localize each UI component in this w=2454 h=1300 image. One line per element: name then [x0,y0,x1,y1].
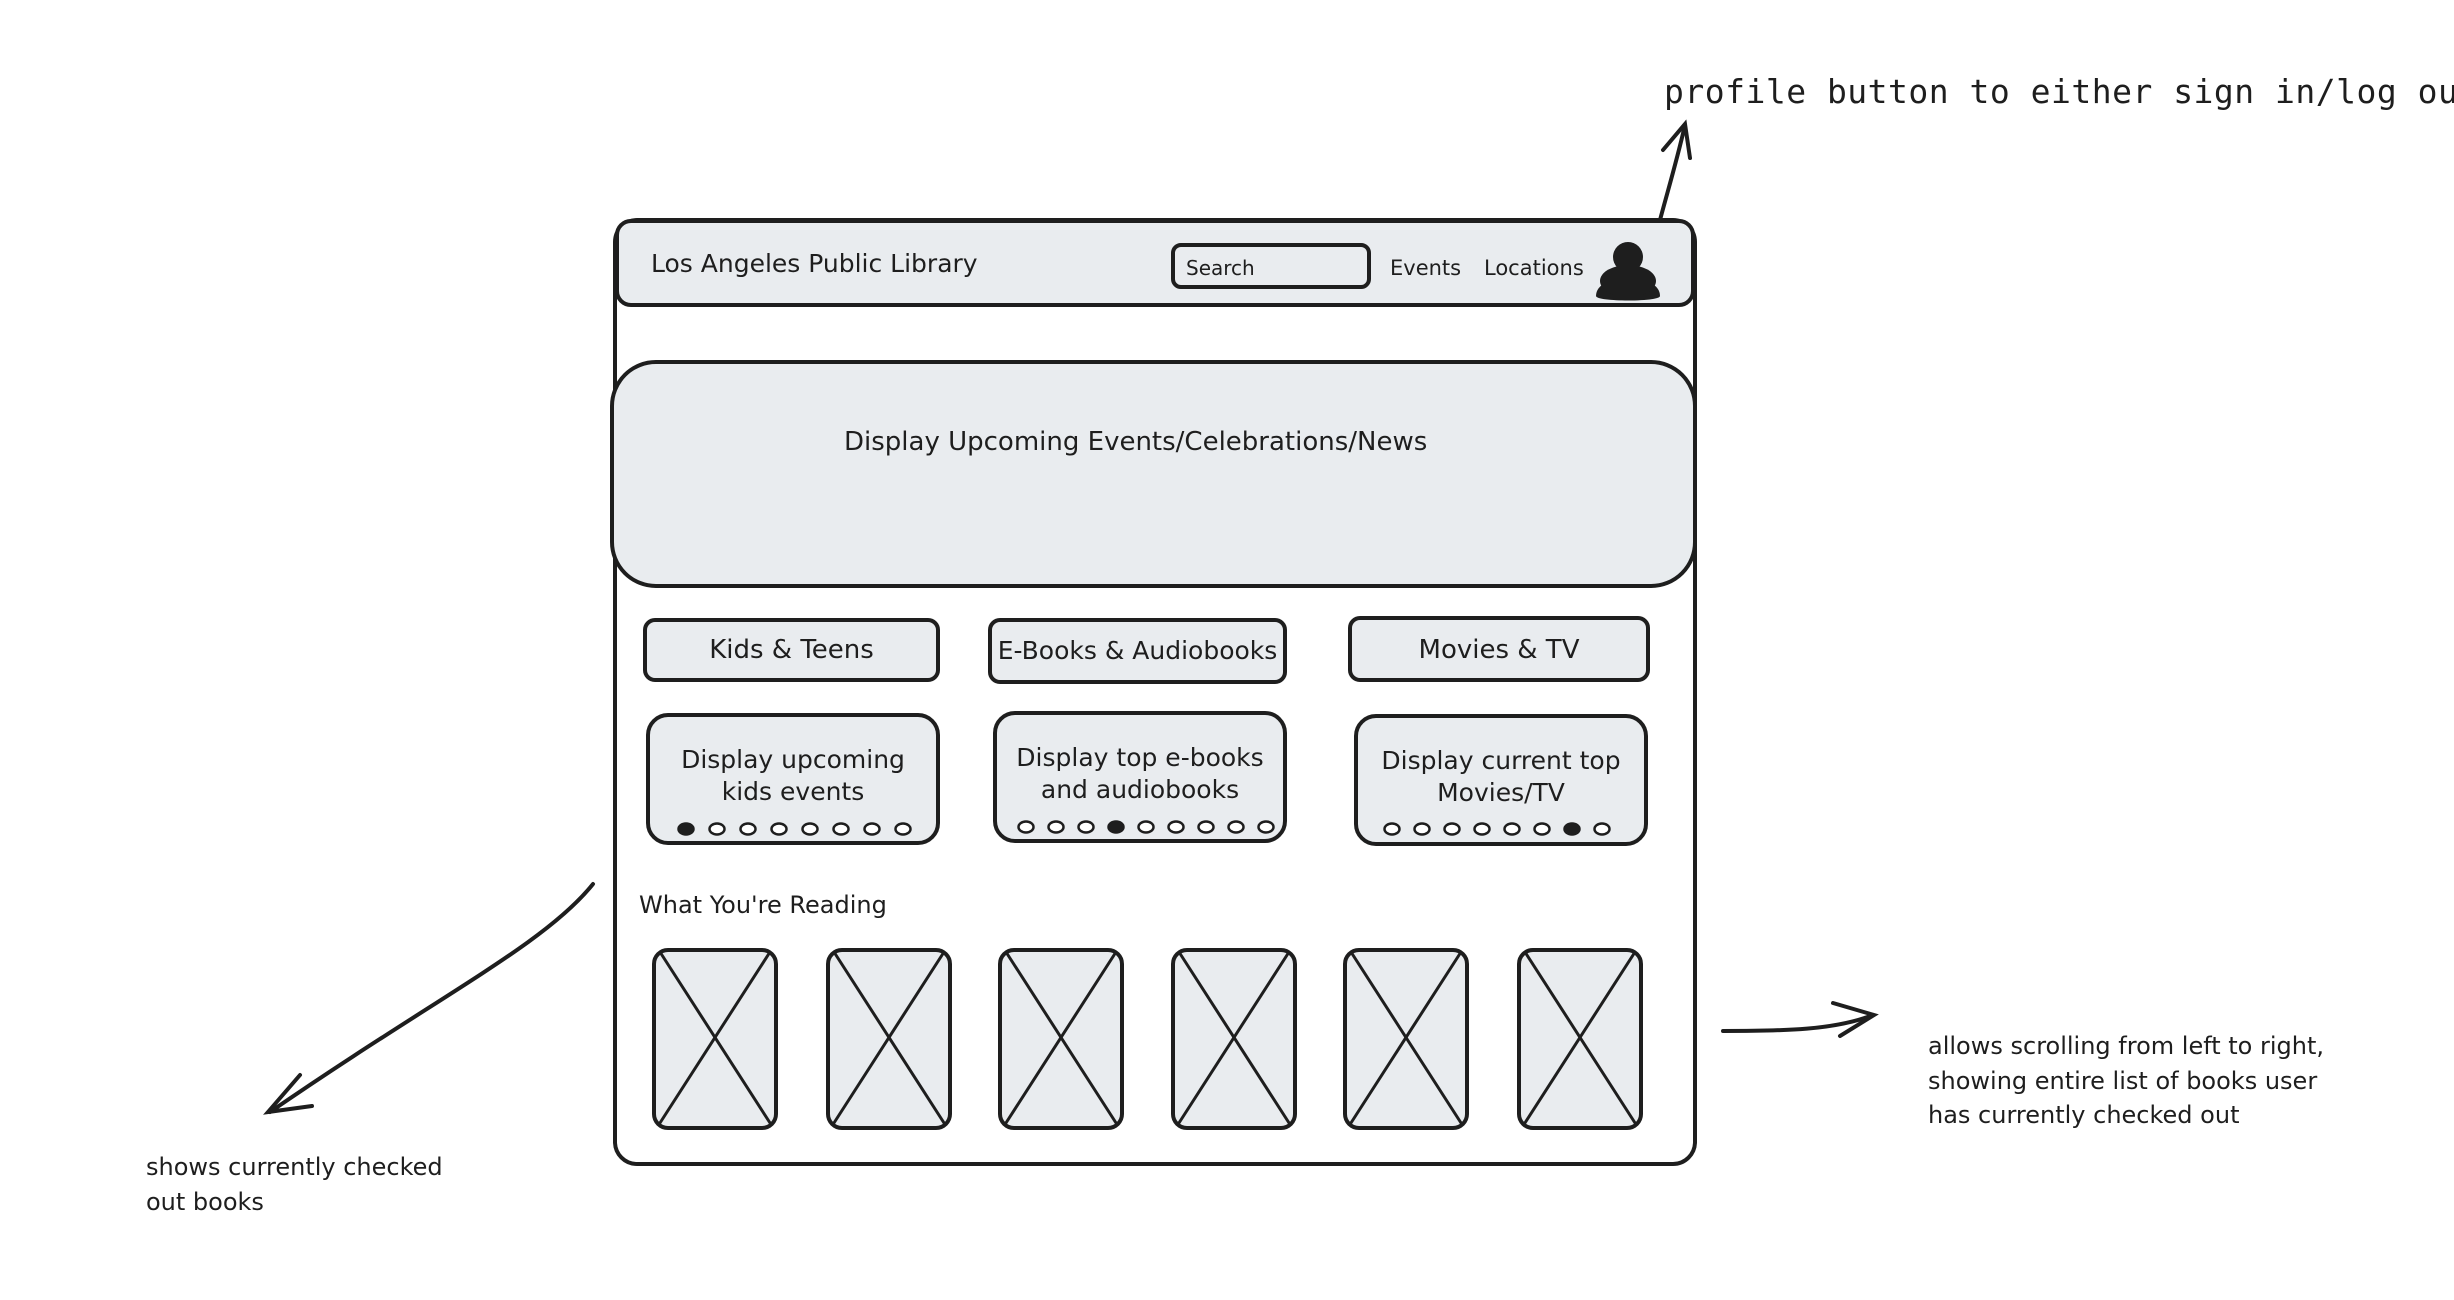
arrow-checked-out [263,882,595,1115]
book-cover-placeholder[interactable] [1343,948,1469,1130]
hero-text: Display Upcoming Events/Celebrations/New… [844,427,1428,457]
carousel-dot[interactable] [1227,820,1245,834]
carousel-panel-ebooks[interactable] [993,711,1287,843]
annotation-scroll: allows scrolling from left to right, sho… [1928,1032,2325,1129]
category-button-movies-tv[interactable] [1348,616,1650,682]
book-row [652,948,1643,1130]
book-cover-placeholder[interactable] [998,948,1124,1130]
carousel-dot[interactable] [1383,822,1401,836]
carousel-dot[interactable] [1473,822,1491,836]
carousel-dot-active[interactable] [677,822,695,836]
carousel-dot[interactable] [1413,822,1431,836]
carousel-dot[interactable] [708,822,726,836]
carousel-panel-movies[interactable] [1354,714,1648,846]
book-cover-placeholder[interactable] [1517,948,1643,1130]
category-button-ebooks[interactable] [988,618,1287,684]
carousel-dot[interactable] [1197,820,1215,834]
arrow-scroll [1721,1001,1879,1038]
panel-text-ebooks: Display top e-books and audiobooks [1016,743,1264,804]
book-cover-placeholder[interactable] [1171,948,1297,1130]
book-cover-placeholder[interactable] [826,948,952,1130]
nav-link-events[interactable]: Events [1390,256,1462,280]
site-title[interactable]: Los Angeles Public Library [651,249,978,278]
hero-banner[interactable] [610,360,1697,588]
carousel-dot[interactable] [801,822,819,836]
carousel-dot[interactable] [770,822,788,836]
carousel-dot[interactable] [863,822,881,836]
carousel-dot-active[interactable] [1107,820,1125,834]
carousel-dot[interactable] [1593,822,1611,836]
panel-text-kids: Display upcoming kids events [681,745,905,806]
book-cover-placeholder[interactable] [652,948,778,1130]
carousel-dot[interactable] [1137,820,1155,834]
category-label-ebooks: E-Books & Audiobooks [997,636,1278,665]
carousel-dot[interactable] [1017,820,1035,834]
carousel-dot[interactable] [1503,822,1521,836]
carousel-dot-active[interactable] [1563,822,1581,836]
panel-text-movies: Display current top Movies/TV [1381,746,1621,807]
carousel-dot[interactable] [894,822,912,836]
arrow-profile [1658,119,1692,222]
carousel-dots [677,820,1611,836]
category-button-kids-teens[interactable] [643,618,940,682]
annotation-checked-out: shows currently checked out books [146,1153,443,1216]
carousel-dot[interactable] [1257,820,1275,834]
category-label-movies-tv: Movies & TV [1418,635,1580,665]
carousel-dot[interactable] [1077,820,1095,834]
carousel-dot[interactable] [739,822,757,836]
carousel-dot[interactable] [1533,822,1551,836]
annotation-profile: profile button to either sign in/log out [1664,72,2454,111]
user-avatar-icon[interactable] [1596,242,1660,301]
category-label-kids-teens: Kids & Teens [709,635,874,665]
carousel-panel-kids[interactable] [646,713,940,845]
header-bar [615,219,1695,307]
search-placeholder: Search [1186,256,1255,280]
section-heading-reading: What You're Reading [639,891,887,919]
carousel-dot[interactable] [1167,820,1185,834]
nav-link-locations[interactable]: Locations [1484,256,1584,280]
carousel-dot[interactable] [1047,820,1065,834]
search-input[interactable] [1171,243,1371,289]
carousel-dot[interactable] [1443,822,1461,836]
carousel-dot[interactable] [832,822,850,836]
